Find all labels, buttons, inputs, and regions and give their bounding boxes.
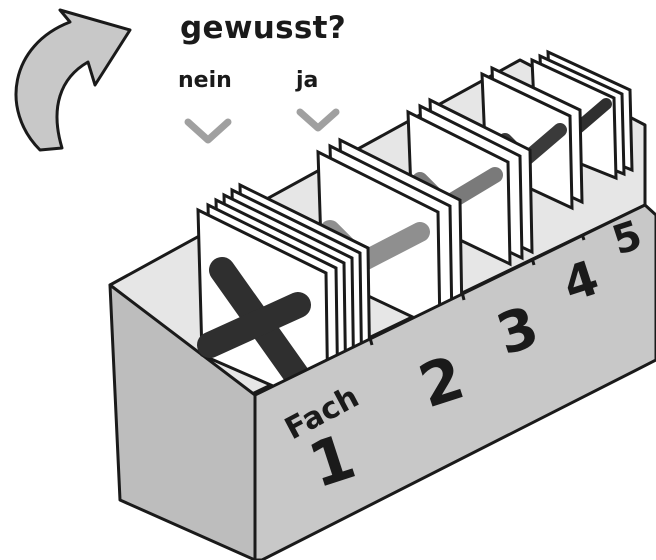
cross-icon	[197, 257, 313, 393]
page-title: gewusst?	[180, 10, 347, 46]
answer-no-label: nein	[178, 68, 232, 93]
chevron-down-icon	[184, 118, 232, 144]
curved-arrow-icon	[14, 8, 132, 152]
card-stack-1	[196, 182, 372, 413]
answer-yes-label: ja	[296, 68, 319, 93]
chevron-down-icon	[296, 108, 340, 132]
card-box-front: Fach 1 2 3 4 5	[253, 203, 656, 560]
